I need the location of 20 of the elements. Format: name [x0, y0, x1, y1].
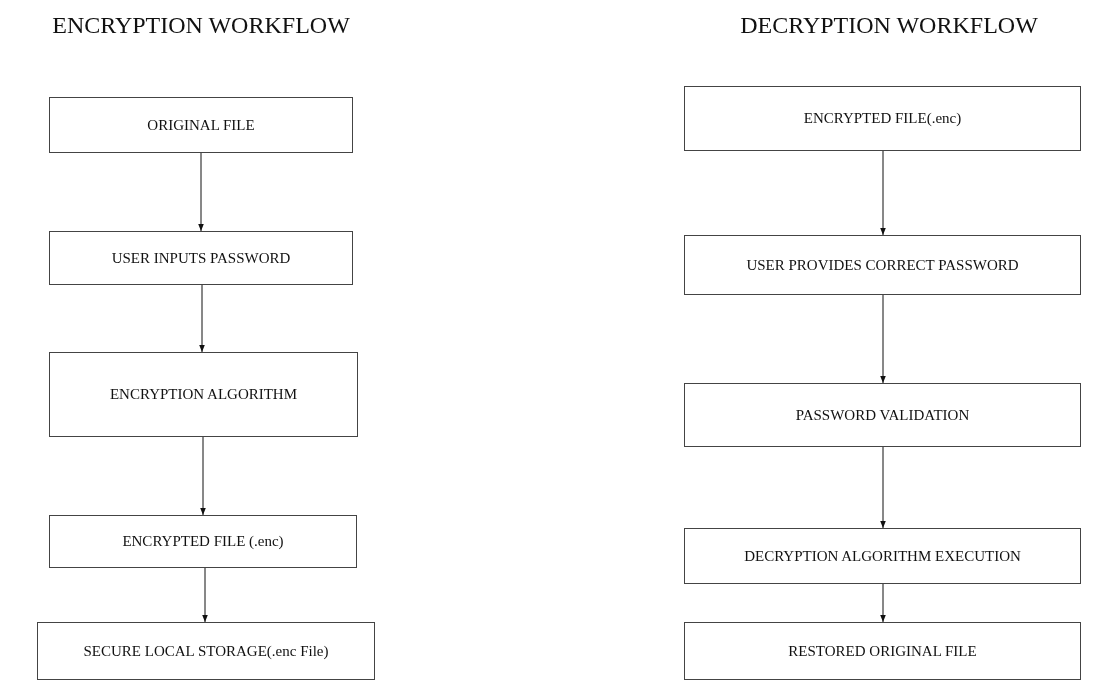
process-box: ORIGINAL FILE — [49, 97, 353, 153]
arrow — [202, 567, 208, 623]
arrow — [880, 446, 886, 529]
workflow-heading: DECRYPTION WORKFLOW — [740, 12, 1038, 39]
arrow — [880, 583, 886, 623]
workflow-heading: ENCRYPTION WORKFLOW — [52, 12, 350, 39]
arrow — [199, 284, 205, 353]
process-box: ENCRYPTED FILE (.enc) — [49, 515, 357, 568]
process-box: USER PROVIDES CORRECT PASSWORD — [684, 235, 1081, 295]
process-box: RESTORED ORIGINAL FILE — [684, 622, 1081, 680]
process-box: DECRYPTION ALGORITHM EXECUTION — [684, 528, 1081, 584]
arrow — [198, 152, 204, 232]
arrow — [880, 294, 886, 384]
arrow — [880, 150, 886, 236]
process-box: SECURE LOCAL STORAGE(.enc File) — [37, 622, 375, 680]
process-box: ENCRYPTION ALGORITHM — [49, 352, 358, 437]
process-box: PASSWORD VALIDATION — [684, 383, 1081, 447]
process-box: ENCRYPTED FILE(.enc) — [684, 86, 1081, 151]
arrow — [200, 436, 206, 516]
process-box: USER INPUTS PASSWORD — [49, 231, 353, 285]
